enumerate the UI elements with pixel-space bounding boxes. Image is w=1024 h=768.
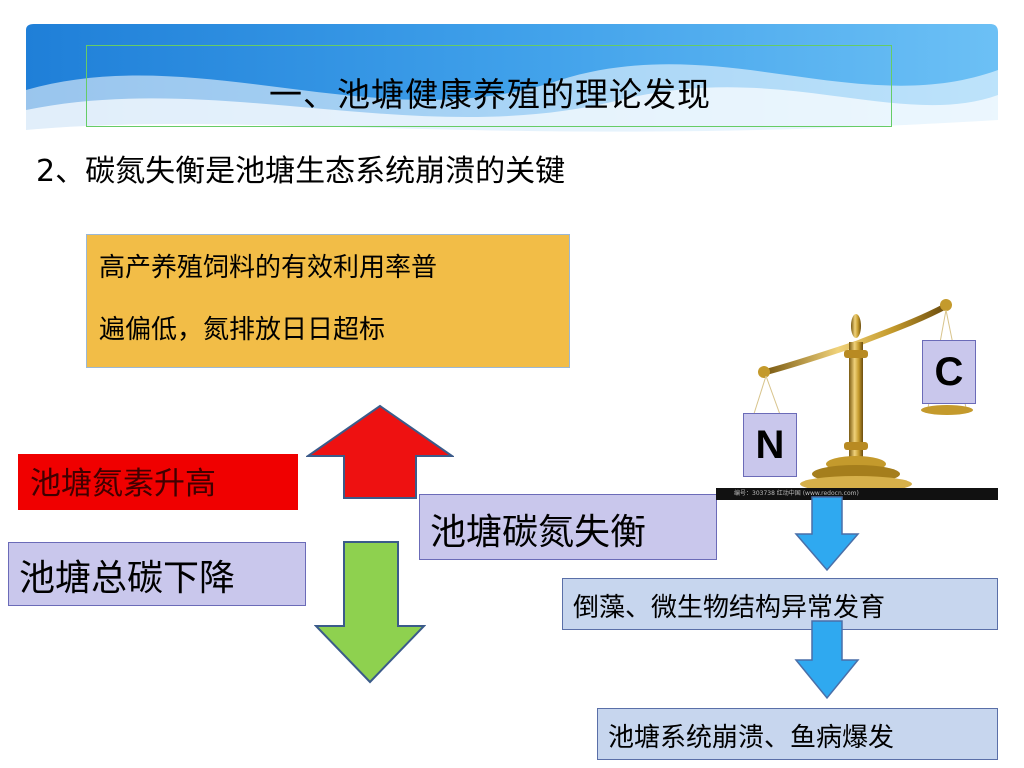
title-frame	[86, 45, 892, 127]
down-arrow-blue-icon	[794, 620, 860, 700]
page-title: 一、池塘健康养殖的理论发现	[269, 75, 711, 114]
algae-collapse-box: 倒藻、微生物结构异常发育	[562, 578, 998, 630]
carbon-drop-box: 池塘总碳下降	[8, 542, 306, 606]
nitrogen-label: N	[743, 413, 797, 477]
carbon-label: C	[922, 340, 976, 404]
subtitle: 2、碳氮失衡是池塘生态系统崩溃的关键	[36, 154, 566, 189]
system-collapse-box: 池塘系统崩溃、鱼病爆发	[597, 708, 998, 760]
nitrogen-rise-box: 池塘氮素升高	[18, 454, 298, 510]
feed-efficiency-box: 高产养殖饲料的有效利用率普 遍偏低，氮排放日日超标	[86, 234, 570, 368]
down-arrow-green-icon	[314, 541, 426, 684]
up-arrow-icon	[306, 404, 454, 499]
down-arrow-blue-icon	[794, 496, 860, 572]
feed-line-1: 高产养殖饲料的有效利用率普	[99, 253, 438, 283]
cn-imbalance-box: 池塘碳氮失衡	[419, 494, 717, 560]
header-banner	[26, 24, 998, 150]
feed-line-2: 遍偏低，氮排放日日超标	[99, 315, 386, 345]
image-watermark-strip: 编号：303738 红动中国 (www.redocn.com)	[716, 488, 998, 500]
